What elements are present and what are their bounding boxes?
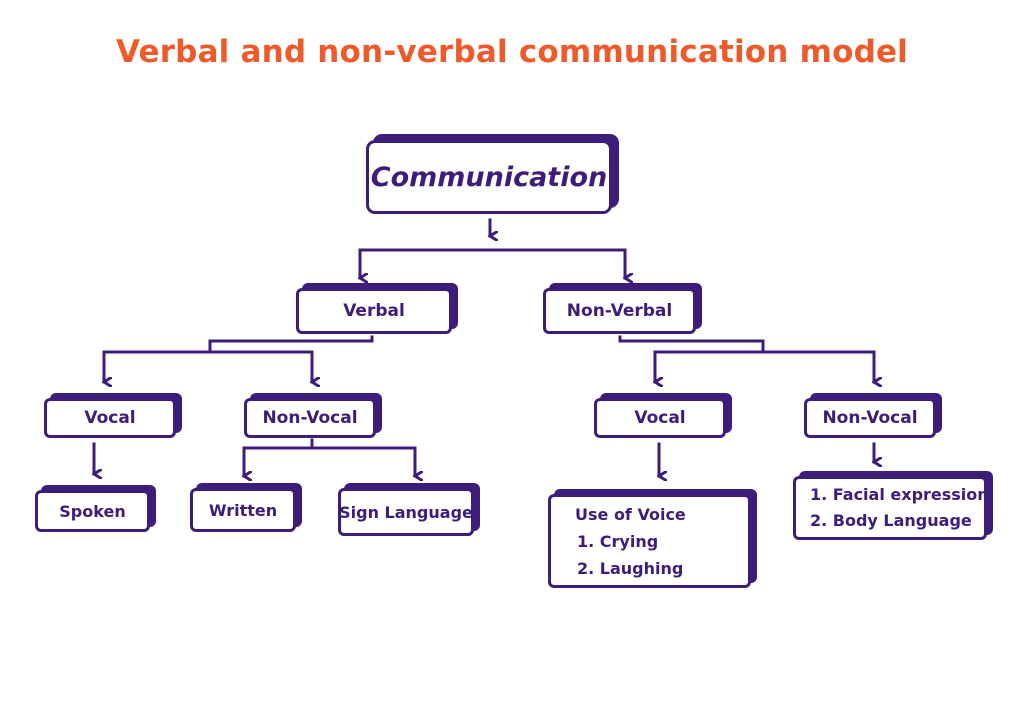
use-of-voice-item-laughing: 2. Laughing (577, 558, 684, 578)
node-nonverbal-vocal: Vocal (594, 398, 726, 438)
node-non-verbal: Non-Verbal (543, 288, 696, 334)
node-sign-language: Sign Language (338, 488, 474, 536)
connector-nonverbal-right (761, 350, 876, 372)
use-of-voice-heading: Use of Voice (575, 504, 686, 524)
diagram-title: Verbal and non-verbal communication mode… (115, 34, 909, 70)
node-verbal: Verbal (296, 288, 452, 334)
node-spoken: Spoken (35, 490, 150, 532)
connector-root-split (358, 248, 627, 278)
connector-nonvocal-split (242, 438, 314, 468)
connector-verbal-split (102, 335, 374, 372)
expression-item-facial: 1. Facial expression (810, 485, 989, 504)
node-nonverbal-non-vocal: Non-Vocal (804, 398, 936, 438)
node-communication: Communication (366, 140, 612, 214)
connector-nonverbal-split (618, 335, 765, 372)
node-written: Written (190, 488, 296, 532)
node-verbal-non-vocal: Non-Vocal (244, 398, 376, 438)
connector-verbal-right (208, 350, 314, 372)
node-verbal-vocal: Vocal (44, 398, 176, 438)
connector-nonvocal-right (242, 446, 417, 468)
use-of-voice-item-crying: 1. Crying (577, 531, 659, 551)
node-nonvocal-expressions: 1. Facial expression 2. Body Language (793, 476, 989, 540)
expression-item-body-language: 2. Body Language (810, 511, 972, 530)
node-use-of-voice: Use of Voice 1. Crying 2. Laughing (548, 494, 751, 588)
